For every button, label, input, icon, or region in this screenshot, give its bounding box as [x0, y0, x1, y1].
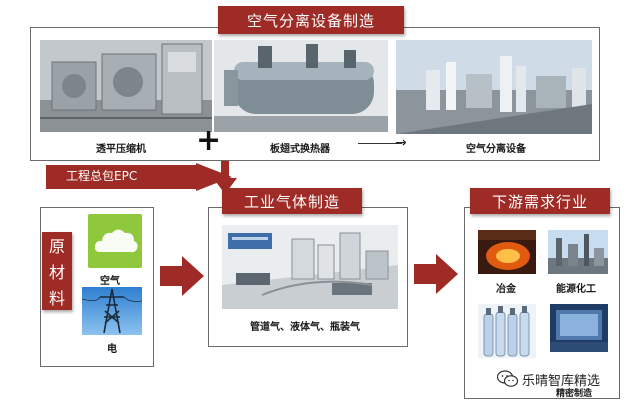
raw-materials-title: 原 材 料	[42, 232, 72, 310]
asu-label: 空气分离设备	[466, 144, 526, 155]
industrial-gas-illustration	[222, 225, 398, 309]
power-tower-icon	[81, 287, 143, 335]
downstream-title: 下游需求行业	[470, 188, 610, 214]
raw-title-char: 材	[48, 263, 65, 282]
gas-cylinders-photo	[478, 304, 536, 358]
compressor-label: 透平压缩机	[96, 144, 146, 155]
compressor-photo	[40, 40, 212, 132]
heat-exchanger-label: 板翅式换热器	[270, 144, 330, 155]
down-arrow-head	[213, 178, 237, 194]
raw-title-char: 料	[48, 289, 65, 308]
precision-manufacturing-label: 精密制造	[556, 389, 593, 399]
down-arrow-stem	[221, 161, 229, 181]
air-label: 空气	[100, 276, 120, 287]
heat-exchanger-photo	[214, 40, 388, 132]
power-label: 电	[107, 344, 117, 355]
raw-to-gas-arrow	[160, 256, 204, 296]
precision-manufacturing-photo	[550, 304, 608, 352]
epc-arrow	[46, 163, 232, 191]
to-asu-arrow-line	[358, 143, 402, 144]
raw-title-char: 原	[48, 237, 65, 256]
metallurgy-label: 冶金	[496, 284, 516, 295]
metallurgy-photo	[478, 230, 536, 274]
equipment-manufacturing-title: 空气分离设备制造	[218, 6, 404, 34]
watermark-text: 乐晴智库精选	[522, 374, 601, 389]
epc-label: 工程总包EPC	[66, 169, 138, 183]
gas-caption: 管道气、液体气、瓶装气	[250, 322, 360, 333]
gas-to-downstream-arrow	[414, 254, 458, 294]
energy-chemical-label: 能源化工	[556, 284, 596, 295]
industrial-gas-title: 工业气体制造	[222, 188, 362, 214]
energy-chemical-photo	[548, 230, 608, 274]
asu-plant-photo	[396, 40, 592, 134]
wechat-icon	[496, 370, 519, 388]
cloud-icon	[88, 214, 142, 268]
